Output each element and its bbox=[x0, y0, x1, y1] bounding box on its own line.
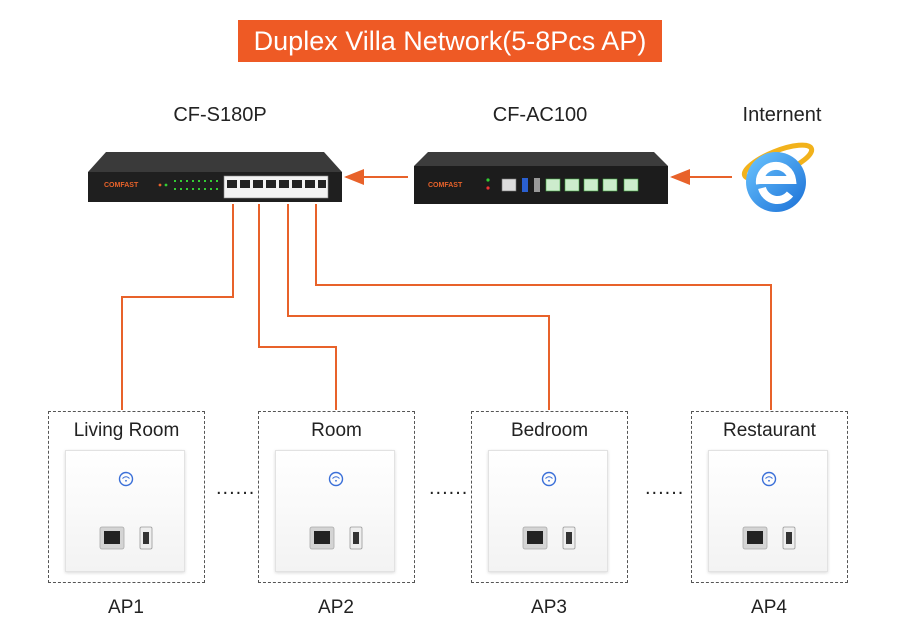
room-box-living-room: Living Room bbox=[48, 411, 205, 583]
room-name: Bedroom bbox=[510, 420, 589, 441]
wifi-icon bbox=[541, 471, 557, 487]
ap-label: AP1 bbox=[108, 597, 144, 618]
ellipsis-separator: ...... bbox=[645, 477, 685, 499]
ethernet-port bbox=[309, 526, 335, 550]
room-box-bedroom: Bedroom bbox=[471, 411, 628, 583]
room-name: Restaurant bbox=[723, 420, 816, 441]
wall-ap-panel bbox=[488, 450, 608, 572]
controller-ports bbox=[501, 178, 639, 192]
room-box-room: Room bbox=[258, 411, 415, 583]
room-name: Room bbox=[311, 420, 362, 441]
ap-label: AP2 bbox=[318, 597, 354, 618]
controller-model-label: CF-AC100 bbox=[492, 104, 588, 126]
wifi-icon bbox=[118, 471, 134, 487]
wall-ap-panel bbox=[708, 450, 828, 572]
wire-to-ap3 bbox=[287, 204, 550, 410]
internet-label: Internent bbox=[742, 104, 822, 126]
ellipsis-separator: ...... bbox=[216, 477, 256, 499]
wall-ap-panel bbox=[275, 450, 395, 572]
ethernet-port bbox=[99, 526, 125, 550]
room-name: Living Room bbox=[73, 420, 180, 441]
room-box-restaurant: Restaurant bbox=[691, 411, 848, 583]
ap-label: AP4 bbox=[751, 597, 787, 618]
usb-port bbox=[349, 526, 363, 550]
wire-to-ap1 bbox=[121, 204, 234, 410]
switch-status-leds bbox=[158, 180, 218, 190]
usb-port bbox=[139, 526, 153, 550]
switch-device: COMFAST bbox=[88, 152, 342, 202]
ellipsis-separator: ...... bbox=[429, 477, 469, 499]
wifi-icon bbox=[328, 471, 344, 487]
switch-brand-logo: COMFAST bbox=[104, 182, 139, 189]
switch-ports bbox=[223, 175, 329, 199]
controller-status-led bbox=[486, 178, 490, 182]
wall-ap-panel bbox=[65, 450, 185, 572]
internet-explorer-icon bbox=[741, 142, 815, 212]
wifi-icon bbox=[761, 471, 777, 487]
controller-device: COMFAST bbox=[414, 152, 668, 204]
usb-port bbox=[562, 526, 576, 550]
usb-port bbox=[782, 526, 796, 550]
wire-to-ap4 bbox=[315, 204, 772, 410]
ap-label: AP3 bbox=[531, 597, 567, 618]
ethernet-port bbox=[742, 526, 768, 550]
controller-brand-logo: COMFAST bbox=[428, 182, 463, 189]
switch-model-label: CF-S180P bbox=[173, 104, 267, 126]
wire-to-ap2 bbox=[258, 204, 337, 410]
ethernet-port bbox=[522, 526, 548, 550]
diagram-title: Duplex Villa Network(5-8Pcs AP) bbox=[238, 20, 662, 62]
